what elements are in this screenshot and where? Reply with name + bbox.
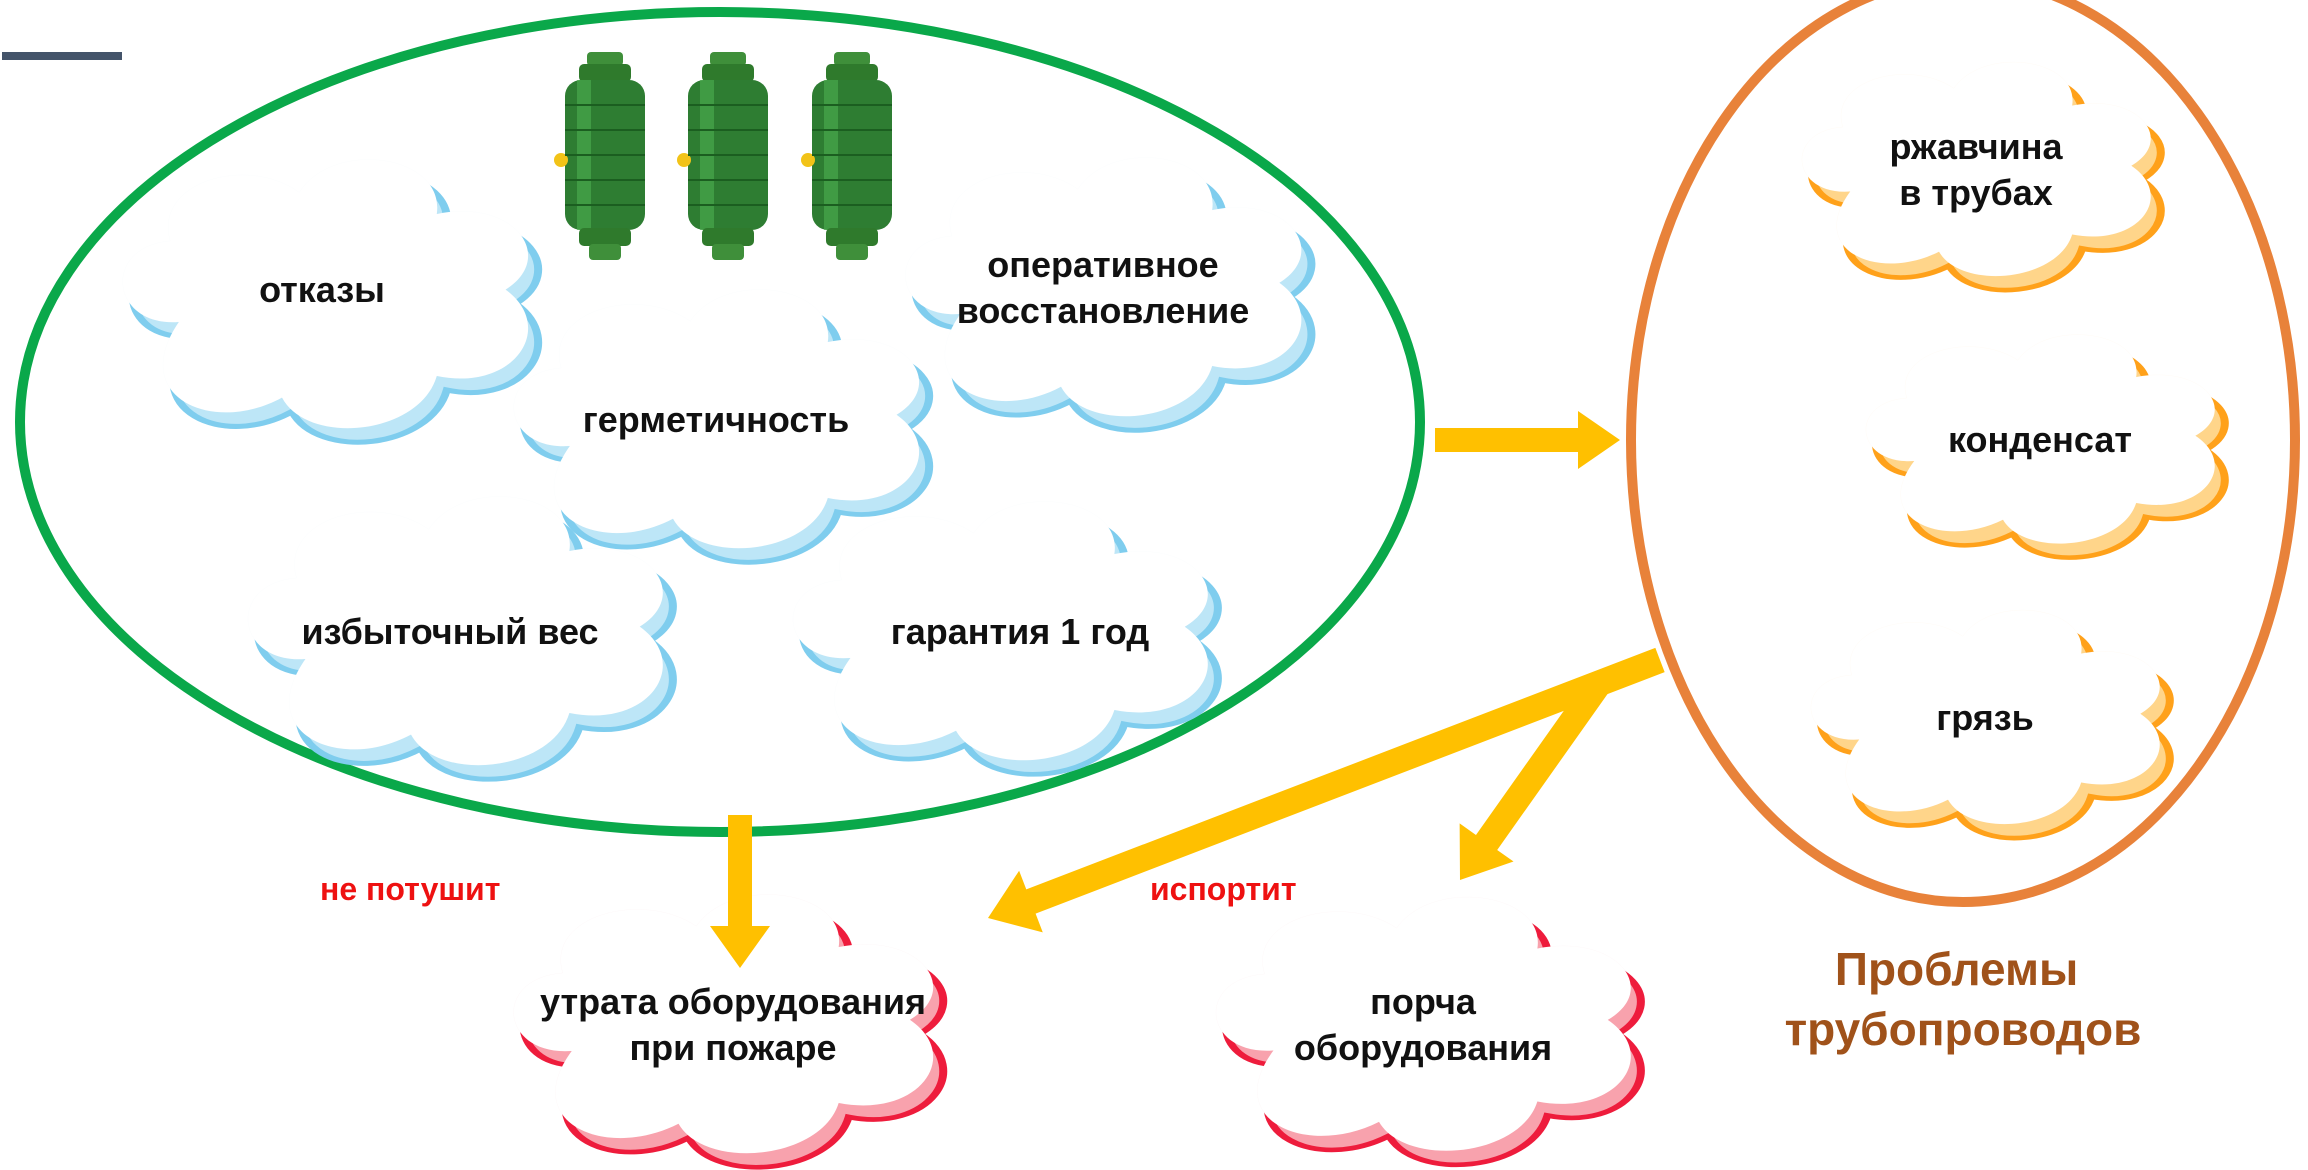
- device-part: [712, 244, 744, 260]
- cloud-body: [905, 158, 1301, 417]
- device-part: [834, 52, 870, 66]
- devices-layer: [554, 52, 892, 260]
- device-part: [836, 244, 868, 260]
- clouds-layer: отказы оперативное восстановление герметичн…: [123, 62, 2229, 1170]
- cloud-label: конденсат: [1948, 419, 2132, 460]
- device-part: [579, 228, 631, 246]
- cloud-rzhavchina: ржавчина в трубах: [1802, 62, 2165, 293]
- arrow-left-to-right: [1435, 411, 1620, 469]
- cloud-label: герметичность: [583, 399, 849, 440]
- cloud-otkazy: отказы: [123, 160, 542, 445]
- arrow-problems-to-porcha: [1459, 677, 1609, 880]
- cloud-body: [248, 497, 663, 766]
- cloud-label: отказы: [259, 269, 385, 310]
- device-part: [702, 64, 754, 82]
- cloud-label-line: в трубах: [1899, 172, 2053, 213]
- cloud-body: [123, 160, 528, 429]
- cloud-body: [1216, 897, 1631, 1151]
- cloud-utrata: утрата оборудования при пожаре: [514, 895, 947, 1170]
- device-part: [587, 52, 623, 66]
- arrow-problems-to-utrata: [988, 647, 1665, 933]
- cloud-operativnoe: оперативное восстановление: [905, 158, 1316, 433]
- corner-dash: [2, 52, 122, 60]
- cloud-label-line: гарантия 1 год: [891, 611, 1150, 652]
- device-part: [579, 64, 631, 82]
- caption-line-1: Проблемы: [1835, 943, 2078, 995]
- cloud-label-line: порча: [1370, 981, 1477, 1022]
- cloud-kondensat: конденсат: [1866, 335, 2229, 560]
- cloud-garantiya: гарантия 1 год: [793, 502, 1222, 777]
- cloud-label: оперативное восстановление: [957, 244, 1250, 331]
- cloud-label-line: оборудования: [1294, 1027, 1552, 1068]
- cloud-label-line: утрата оборудования: [540, 981, 926, 1022]
- cloud-body: [514, 895, 934, 1154]
- cloud-body: [793, 502, 1208, 761]
- device-part: [554, 153, 568, 167]
- device-part: [801, 153, 815, 167]
- right-group-ellipse: [1626, 0, 2300, 907]
- device-part: [677, 153, 691, 167]
- device-part: [826, 228, 878, 246]
- device-part: [702, 228, 754, 246]
- label-ne-potushit: не потушит: [320, 871, 500, 907]
- cloud-body: [1866, 335, 2215, 544]
- green-filter-device-icon: [554, 52, 645, 260]
- caption-line-2: трубопроводов: [1785, 1003, 2142, 1055]
- cloud-label: избыточный вес: [301, 611, 598, 652]
- cloud-label: порча оборудования: [1294, 981, 1552, 1068]
- cloud-germetichnost: герметичность: [514, 290, 933, 565]
- label-isportit: испортит: [1150, 871, 1296, 907]
- cloud-body: [1811, 610, 2160, 824]
- device-part: [826, 64, 878, 82]
- pipe-problems-caption: Проблемы трубопроводов: [1785, 943, 2142, 1055]
- cloud-label-line: герметичность: [583, 399, 849, 440]
- cloud-label: грязь: [1936, 697, 2034, 738]
- cloud-gryaz: грязь: [1811, 610, 2174, 841]
- cloud-izbytochny: избыточный вес: [248, 497, 677, 782]
- arrow-down-to-utrata: [710, 815, 770, 968]
- cloud-label-line: оперативное: [987, 244, 1218, 285]
- green-filter-device-icon: [801, 52, 892, 260]
- cloud-label-line: избыточный вес: [301, 611, 598, 652]
- cloud-label-line: отказы: [259, 269, 385, 310]
- cloud-label-line: грязь: [1936, 697, 2034, 738]
- cloud-label-line: при пожаре: [629, 1027, 836, 1068]
- cloud-label-line: конденсат: [1948, 419, 2132, 460]
- cloud-label: ржавчина в трубах: [1889, 126, 2063, 213]
- cloud-label-line: ржавчина: [1889, 126, 2063, 167]
- device-part: [589, 244, 621, 260]
- arrows-layer: [710, 411, 1665, 968]
- device-part: [710, 52, 746, 66]
- cloud-label-line: восстановление: [957, 290, 1250, 331]
- left-group-ellipse: [15, 7, 1425, 837]
- green-filter-device-icon: [677, 52, 768, 260]
- cloud-body: [514, 290, 919, 549]
- cloud-porcha: порча оборудования: [1216, 897, 1645, 1168]
- cloud-label: гарантия 1 год: [891, 611, 1150, 652]
- cloud-body: [1802, 62, 2151, 276]
- cloud-label: утрата оборудования при пожаре: [540, 981, 926, 1068]
